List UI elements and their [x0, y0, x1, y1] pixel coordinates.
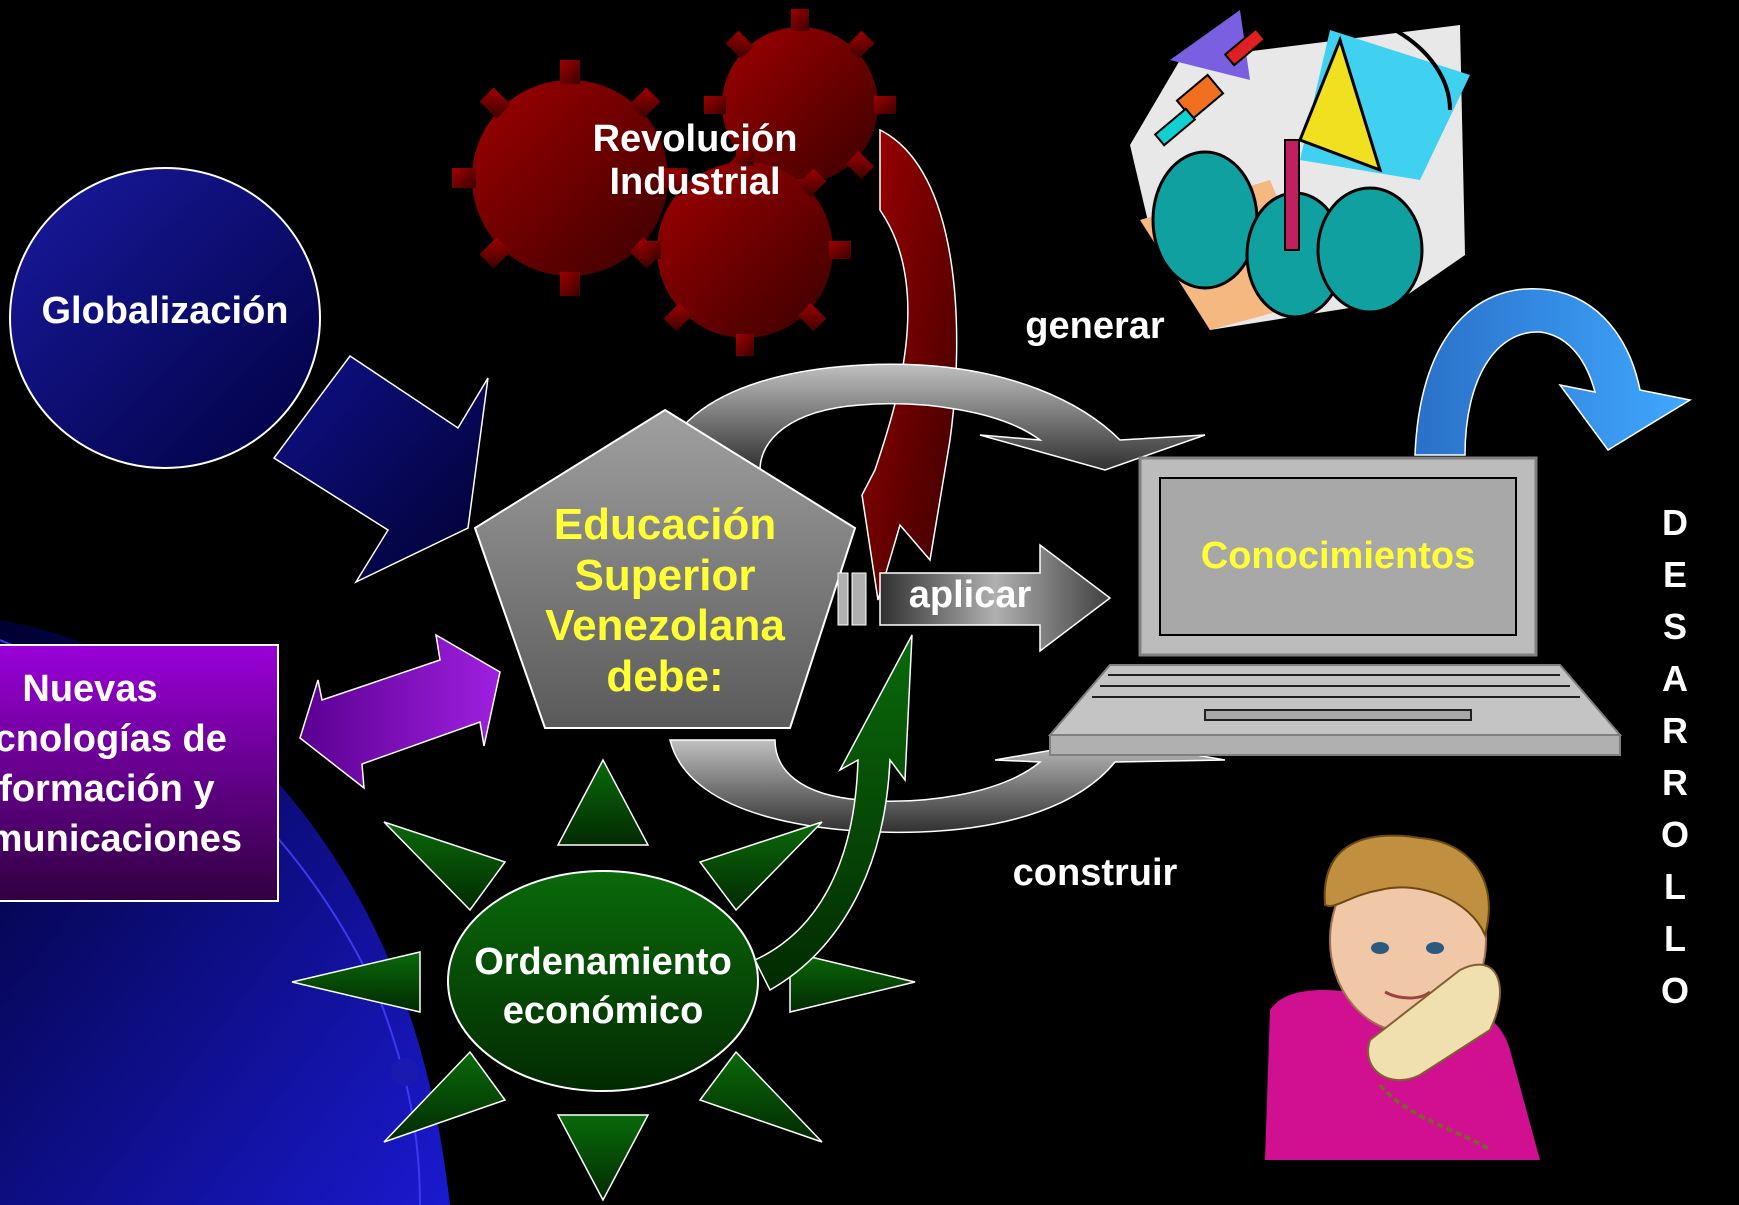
- educacion-label: Educación Superior Venezolana debe:: [505, 500, 825, 702]
- globalizacion-label: Globalización: [41, 290, 289, 332]
- aplicar-arrow: [837, 543, 1112, 653]
- globalizacion-arrow: [272, 354, 489, 584]
- globalizacion-circle: [9, 167, 321, 469]
- tic-line-3: Información y: [0, 768, 215, 811]
- tic-line-4: Comunicaciones: [0, 818, 243, 861]
- ordenamiento-line-2: económico: [502, 990, 704, 1033]
- ordenamiento-ellipse: [447, 870, 759, 1092]
- generar-arrow: [659, 363, 1206, 471]
- desarrollo-arrow: [1414, 288, 1693, 456]
- tic-double-arrow: [299, 633, 501, 790]
- construir-arrow: [669, 739, 1226, 834]
- desarrollo-letter: L: [1664, 866, 1686, 907]
- satellite-dish-clipart: [1130, 10, 1470, 330]
- revolucion-line-1: Revolución: [592, 118, 798, 160]
- conocimientos-label: Conocimientos: [1200, 535, 1476, 577]
- desarrollo-letter: O: [1660, 970, 1689, 1011]
- tic-line-1: Nuevas: [22, 668, 158, 710]
- generar-label: generar: [1025, 305, 1165, 347]
- tic-box: [0, 644, 279, 902]
- aplicar-label: aplicar: [908, 574, 1032, 616]
- gears-icon: [452, 9, 896, 356]
- ordenamiento-arrow: [753, 634, 913, 992]
- ordenamiento-label: Ordenamiento económico: [448, 938, 758, 1037]
- desarrollo-letter: R: [1662, 762, 1688, 803]
- background-dot: [391, 1058, 419, 1086]
- laptop-icon: [1047, 456, 1623, 756]
- educacion-line-3: Venezolana: [545, 601, 785, 651]
- desarrollo-letter: O: [1660, 814, 1689, 855]
- educacion-pentagon: [473, 408, 857, 729]
- desarrollo-letter: R: [1662, 710, 1688, 751]
- boy-on-phone-clipart: [1265, 834, 1540, 1160]
- tic-label: Nuevas Tecnologías de Información y Comu…: [0, 664, 295, 865]
- educacion-line-1: Educación: [553, 500, 777, 549]
- ordenamiento-sun: [291, 758, 916, 1202]
- desarrollo-letter: L: [1664, 918, 1686, 959]
- desarrollo-letter: A: [1662, 658, 1688, 699]
- desarrollo-letter: D: [1662, 502, 1688, 543]
- educacion-line-4: debe:: [606, 651, 724, 701]
- construir-label: construir: [1012, 852, 1178, 894]
- ordenamiento-line-1: Ordenamiento: [474, 941, 732, 983]
- desarrollo-vertical-label: D E S A R R O L L O: [1650, 497, 1700, 1017]
- educacion-line-2: Superior: [574, 550, 756, 600]
- revolucion-industrial-label: Revolución Industrial: [560, 118, 830, 205]
- desarrollo-letter: S: [1662, 606, 1687, 647]
- tic-line-2: Tecnologías de: [0, 718, 227, 761]
- desarrollo-letter: E: [1662, 554, 1687, 595]
- revolucion-line-2: Industrial: [609, 161, 781, 204]
